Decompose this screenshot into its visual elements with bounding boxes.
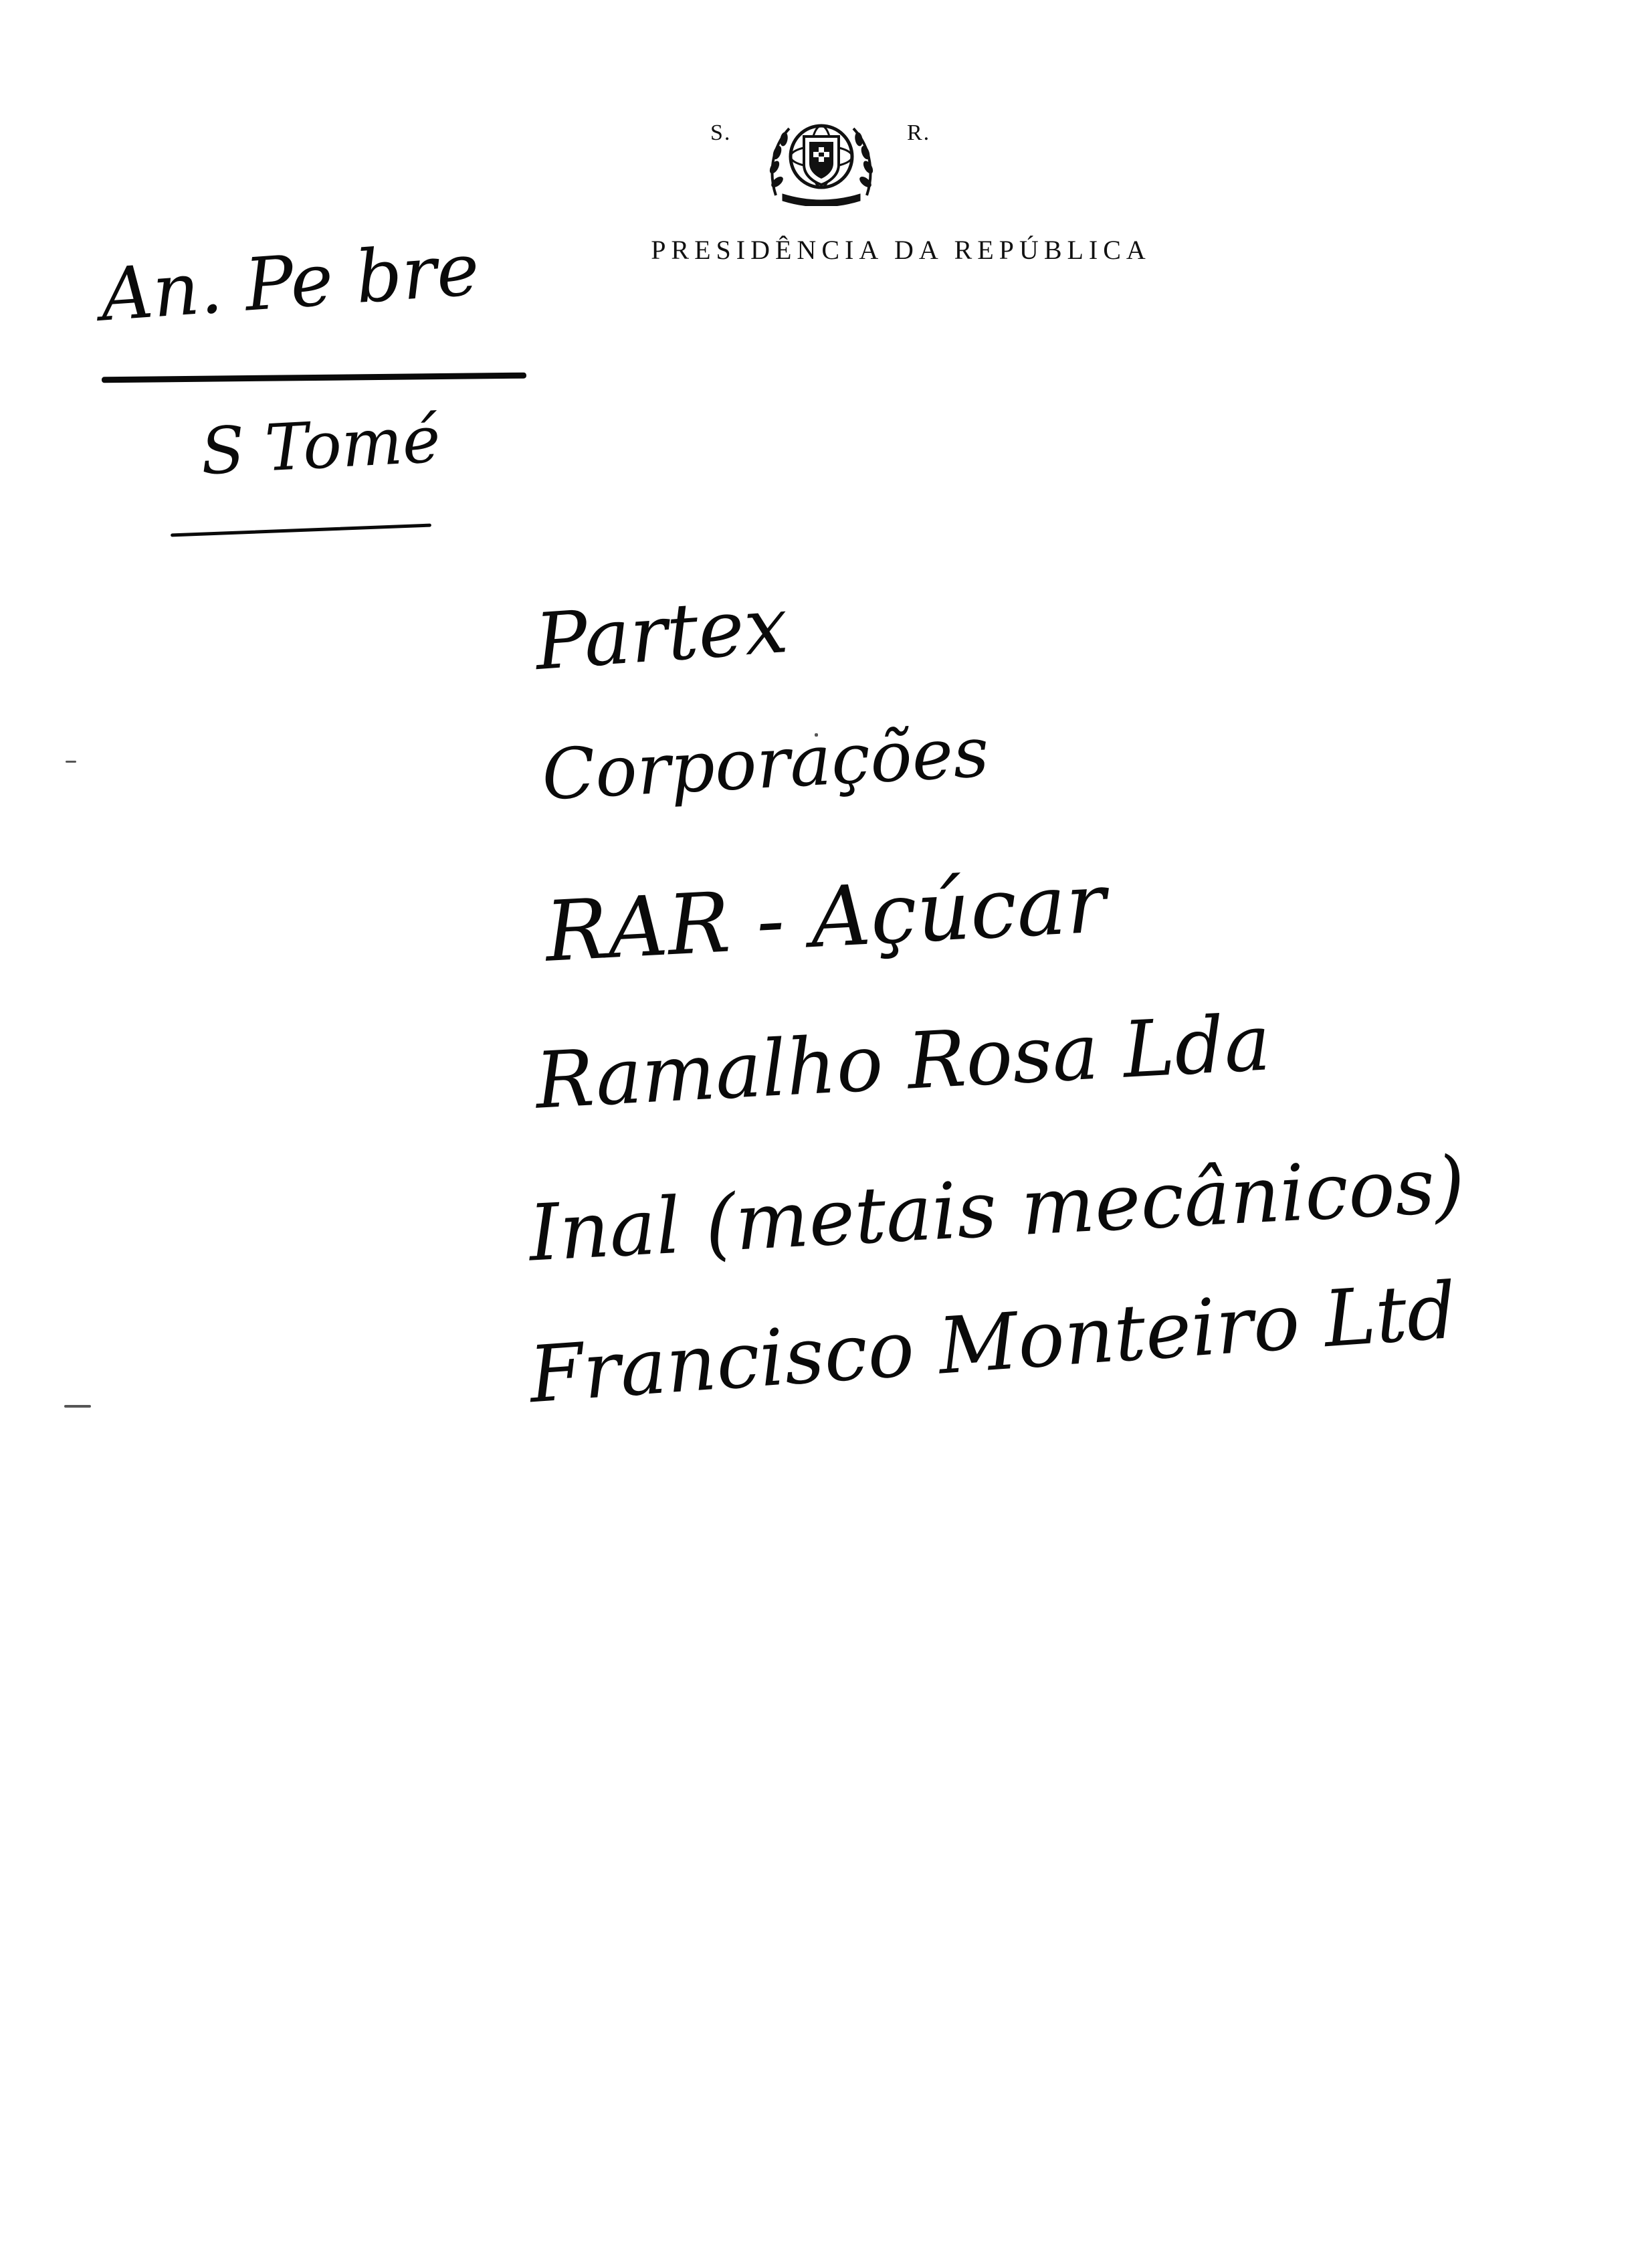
margin-underline-secondary (171, 523, 431, 537)
margin-note-secondary: S Tomé (199, 401, 443, 490)
letterhead-r-mark: R. (907, 120, 931, 145)
letterhead-title: PRESIDÊNCIA DA REPÚBLICA (651, 235, 1151, 265)
scan-speck (815, 733, 818, 737)
list-item: Partex (532, 579, 791, 688)
coat-of-arms-icon (769, 124, 873, 206)
list-item: Ramalho Rosa Lda (533, 998, 1273, 1127)
list-item: RAR - Açúcar (542, 855, 1108, 981)
margin-underline-primary (101, 372, 527, 383)
list-item: Inal (metais mecânicos) (526, 1139, 1467, 1279)
letterhead-s-mark: S. (710, 120, 732, 145)
list-item: Francisco Monteiro Ltd (526, 1265, 1459, 1421)
scan-speck (66, 761, 76, 763)
scan-speck (64, 1405, 91, 1408)
list-item: Corporações (540, 711, 991, 816)
